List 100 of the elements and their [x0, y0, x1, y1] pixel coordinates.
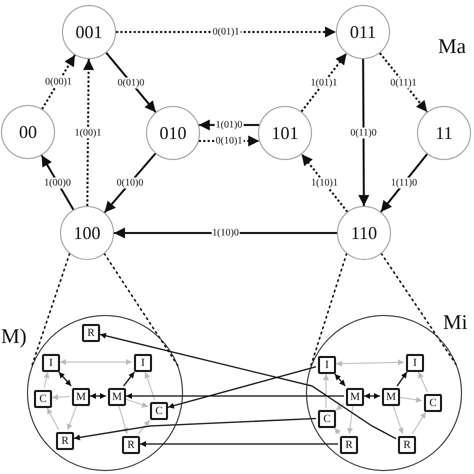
- state-circle: [146, 106, 200, 160]
- module-label: I: [413, 357, 417, 369]
- module-label: C: [429, 397, 437, 409]
- edge-label: 0(10)0: [116, 178, 144, 188]
- module-box: [150, 402, 168, 420]
- state-label: 010: [160, 122, 186, 144]
- arrow: [418, 372, 428, 392]
- arrow: [114, 228, 337, 238]
- arrow: [74, 418, 316, 440]
- module-box: [34, 390, 52, 408]
- arrow: [46, 408, 60, 430]
- connector-line: [310, 252, 348, 368]
- arrow: [300, 154, 348, 212]
- double-arrow: [60, 359, 132, 365]
- arrow: [379, 52, 428, 113]
- module-label: M: [76, 391, 86, 403]
- arrow: [412, 412, 426, 434]
- module-box: [122, 436, 140, 454]
- connector-line: [104, 252, 180, 368]
- module-label: I: [49, 357, 53, 369]
- arrow: [83, 59, 94, 206]
- side-label: Ma: [438, 34, 466, 58]
- edge-label: 1(10)0: [211, 228, 240, 238]
- arrow: [66, 406, 77, 430]
- state-label: 00: [19, 122, 37, 142]
- module-label: C: [323, 413, 331, 425]
- module-box: [82, 324, 100, 342]
- arrow: [100, 332, 396, 440]
- arrow: [116, 26, 336, 38]
- edge-label: 1(00)0: [43, 177, 72, 188]
- module-label: R: [61, 435, 69, 447]
- module-box: [72, 388, 90, 406]
- arrow: [52, 394, 70, 400]
- edge-label: 0(10)1: [214, 136, 244, 146]
- double-arrow: [90, 393, 106, 399]
- edge-label: 1(00)1: [74, 127, 102, 138]
- zoom-circle: [27, 315, 183, 471]
- side-label: Mi: [443, 310, 468, 334]
- edge-label: 0(11)0: [349, 127, 378, 138]
- module-box: [398, 436, 416, 454]
- arrow: [144, 372, 156, 400]
- module-box: [406, 354, 424, 372]
- connector-line: [30, 252, 70, 368]
- module-box: [134, 354, 152, 372]
- module-label: R: [345, 439, 353, 451]
- arrow: [123, 372, 135, 386]
- state-label: 100: [74, 222, 100, 244]
- edge-label: 0(01)0: [116, 77, 146, 88]
- arrow: [140, 441, 338, 447]
- arrow: [138, 420, 150, 434]
- module-label: I: [141, 357, 145, 369]
- edge-label: 0(11)1: [389, 77, 418, 88]
- edge-label: 1(01)0: [214, 120, 244, 130]
- module-label: R: [127, 439, 135, 451]
- module-label: R: [403, 439, 411, 451]
- arrow: [44, 372, 50, 388]
- module-label: M: [386, 391, 396, 403]
- side-label: M): [1, 324, 27, 348]
- arrow: [336, 403, 344, 411]
- edge-label: 1(01)1: [310, 77, 338, 88]
- module-box: [42, 354, 60, 372]
- state-circle: [417, 106, 471, 160]
- module-box: [424, 394, 442, 412]
- module-label: M: [350, 391, 360, 403]
- arrow: [118, 406, 128, 434]
- arrow: [300, 52, 348, 112]
- module-label: I: [325, 359, 329, 371]
- module-box: [382, 388, 400, 406]
- edge-label: 1(11)0: [390, 178, 418, 188]
- arrow: [126, 393, 344, 399]
- state-circle: [62, 5, 116, 59]
- arrow: [392, 406, 404, 434]
- arrow: [400, 396, 422, 403]
- module-box: [318, 410, 336, 428]
- arrow: [168, 366, 316, 409]
- module-label: C: [155, 405, 163, 417]
- arrow: [126, 398, 148, 408]
- module-box: [108, 388, 126, 406]
- module-box: [56, 432, 74, 450]
- state-circle: [337, 206, 391, 260]
- state-label: 101: [272, 122, 298, 144]
- module-label: C: [39, 393, 47, 405]
- edge-label: 0(00)1: [44, 76, 73, 88]
- edge-label: 1(10)1: [310, 178, 339, 188]
- module-box: [340, 436, 358, 454]
- module-box: [318, 356, 336, 374]
- arrow: [347, 406, 354, 434]
- double-arrow: [364, 393, 380, 399]
- double-arrow: [58, 372, 72, 386]
- state-label: 110: [350, 222, 378, 244]
- arrow: [323, 374, 329, 408]
- state-label: 001: [76, 22, 102, 42]
- arrow: [396, 372, 408, 386]
- module-label: R: [87, 327, 95, 339]
- state-label: 011: [350, 22, 376, 42]
- arrow: [334, 428, 341, 435]
- double-arrow: [336, 359, 404, 367]
- arrow: [358, 59, 370, 206]
- module-box: [346, 388, 364, 406]
- state-circle: [258, 106, 312, 160]
